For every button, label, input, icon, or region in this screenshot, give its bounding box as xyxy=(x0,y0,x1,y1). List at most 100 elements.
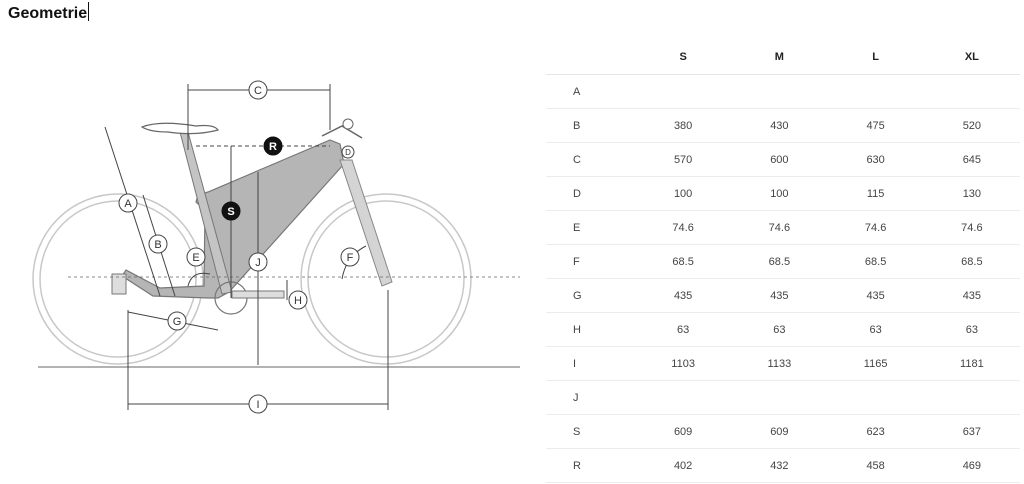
column-header-measure xyxy=(546,40,635,75)
cell-value: 645 xyxy=(923,142,1020,177)
cell-value: 68.5 xyxy=(923,244,1020,279)
cell-value xyxy=(827,74,924,109)
cell-value: 130 xyxy=(923,176,1020,211)
cell-value: 1103 xyxy=(635,346,732,381)
column-header-m: M xyxy=(731,40,828,75)
svg-text:G: G xyxy=(173,316,182,328)
cell-value xyxy=(827,380,924,415)
label-s: S xyxy=(221,201,241,221)
cell-value: 402 xyxy=(635,448,732,483)
row-label: S xyxy=(546,414,635,449)
svg-text:D: D xyxy=(345,148,351,157)
cell-value: 435 xyxy=(923,278,1020,313)
cell-value: 68.5 xyxy=(827,244,924,279)
page-title-text: Geometrie xyxy=(8,5,88,22)
label-d: D xyxy=(341,145,355,159)
label-a: A xyxy=(118,193,138,213)
row-label: I xyxy=(546,346,635,381)
row-label: H xyxy=(546,312,635,347)
row-label: F xyxy=(546,244,635,279)
cell-value xyxy=(923,74,1020,109)
rear-wheel-inner xyxy=(39,200,197,358)
column-header-s: S xyxy=(635,40,732,75)
cell-value: 74.6 xyxy=(731,210,828,245)
cell-value: 100 xyxy=(635,176,732,211)
cell-value: 435 xyxy=(635,278,732,313)
label-b: B xyxy=(148,234,168,254)
label-r: R xyxy=(263,136,283,156)
dimension-line-a xyxy=(104,126,161,297)
cell-value: 74.6 xyxy=(923,210,1020,245)
cell-value: 68.5 xyxy=(635,244,732,279)
label-c: C xyxy=(248,80,268,100)
cell-value: 1133 xyxy=(731,346,828,381)
cell-value: 380 xyxy=(635,108,732,143)
handlebar xyxy=(321,125,363,139)
cell-value: 74.6 xyxy=(827,210,924,245)
svg-text:I: I xyxy=(256,399,259,411)
svg-text:H: H xyxy=(294,295,302,307)
cell-value: 435 xyxy=(827,278,924,313)
column-header-l: L xyxy=(827,40,924,75)
label-j: J xyxy=(248,252,268,272)
cell-value xyxy=(731,74,828,109)
cell-value: 637 xyxy=(923,414,1020,449)
label-g: G xyxy=(167,311,187,331)
label-i: I xyxy=(248,394,268,414)
handlebar-grip xyxy=(342,118,354,130)
row-label: E xyxy=(546,210,635,245)
svg-text:J: J xyxy=(255,257,261,269)
cell-value: 74.6 xyxy=(635,210,732,245)
cell-value xyxy=(731,380,828,415)
cell-value: 63 xyxy=(731,312,828,347)
cell-value: 63 xyxy=(635,312,732,347)
row-label: B xyxy=(546,108,635,143)
cell-value: 1165 xyxy=(827,346,924,381)
svg-text:R: R xyxy=(269,141,277,153)
cell-value: 1181 xyxy=(923,346,1020,381)
page-title: Geometrie xyxy=(8,2,90,23)
cell-value xyxy=(923,380,1020,415)
cell-value: 630 xyxy=(827,142,924,177)
cell-value: 458 xyxy=(827,448,924,483)
cell-value: 68.5 xyxy=(731,244,828,279)
cell-value xyxy=(635,380,732,415)
cell-value: 63 xyxy=(827,312,924,347)
cell-value: 520 xyxy=(923,108,1020,143)
rear-wheel-outer xyxy=(32,193,204,365)
svg-text:E: E xyxy=(192,252,199,264)
cell-value: 63 xyxy=(923,312,1020,347)
cell-value xyxy=(635,74,732,109)
table-row: A xyxy=(546,74,1020,109)
fork xyxy=(339,159,393,287)
row-label: D xyxy=(546,176,635,211)
rear-derailleur xyxy=(111,273,127,295)
label-h: H xyxy=(288,290,308,310)
row-label: G xyxy=(546,278,635,313)
cell-value: 609 xyxy=(731,414,828,449)
column-header-xl: XL xyxy=(923,40,1020,75)
cell-value: 600 xyxy=(731,142,828,177)
cell-value: 435 xyxy=(731,278,828,313)
row-label: A xyxy=(546,74,635,109)
cell-value: 432 xyxy=(731,448,828,483)
cell-value: 609 xyxy=(635,414,732,449)
cell-value: 100 xyxy=(731,176,828,211)
svg-text:S: S xyxy=(227,206,234,218)
svg-text:F: F xyxy=(347,252,354,264)
cell-value: 115 xyxy=(827,176,924,211)
row-label: J xyxy=(546,380,635,415)
cell-value: 623 xyxy=(827,414,924,449)
label-f: F xyxy=(340,247,360,267)
label-e: E xyxy=(186,247,206,267)
